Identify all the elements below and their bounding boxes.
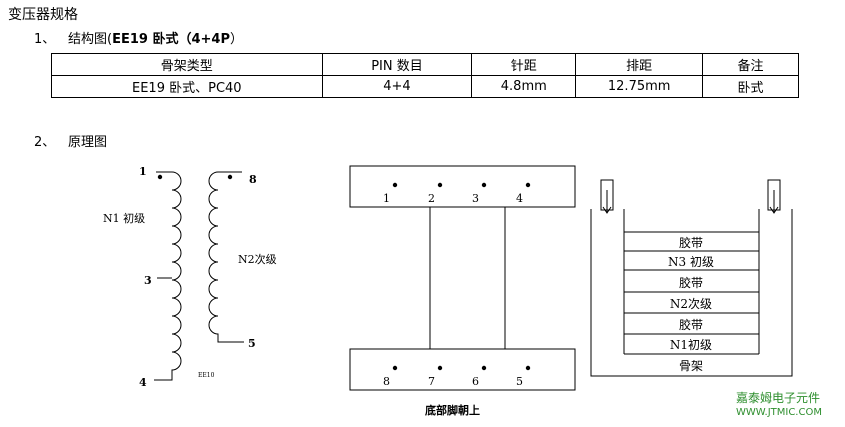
layer-label: N3 初级: [668, 255, 714, 269]
layer-label: N2次级: [670, 297, 712, 311]
pin-dot: [525, 365, 531, 371]
pin-number: 3: [472, 192, 479, 205]
transformer-schematic: [154, 171, 244, 381]
layer-label: 胶带: [679, 275, 703, 290]
layer-labels: 胶带 N3 初级 胶带 N2次级 胶带 N1初级 骨架: [668, 235, 714, 373]
section-1-heading: 1、结构图(EE19 卧式（4+4P）: [34, 28, 243, 47]
pin-dot: [392, 365, 398, 371]
table-cell: 4.8mm: [471, 75, 577, 98]
section-prefix: 结构图(: [68, 32, 113, 47]
pin-dot: [525, 182, 531, 188]
table-row: EE19 卧式、PC40 4+4 4.8mm 12.75mm 卧式: [51, 75, 799, 98]
section-suffix: ）: [229, 32, 243, 47]
pin-number: 4: [516, 192, 523, 205]
pin3-label: 3: [144, 274, 152, 287]
secondary-coil: [208, 171, 244, 343]
bobbin-bottom-plate: [349, 348, 576, 391]
page-title: 变压器规格: [8, 7, 78, 23]
section-number: 1、: [34, 32, 56, 47]
layer-label: 胶带: [679, 235, 703, 250]
section-2-heading: 2、原理图: [34, 131, 107, 150]
column-header: 备注: [702, 53, 799, 76]
layer-label: N1初级: [670, 338, 712, 352]
primary-dot: [157, 174, 163, 180]
table-cell: EE19 卧式、PC40: [51, 75, 323, 98]
pin-number: 7: [428, 375, 435, 388]
pin-number: 5: [516, 375, 523, 388]
pin-dot: [481, 365, 487, 371]
pin-number: 1: [383, 192, 390, 205]
layer-label: 骨架: [679, 359, 703, 373]
pin-dot: [481, 182, 487, 188]
pin-number: 8: [383, 375, 390, 388]
pin4-label: 4: [139, 376, 147, 389]
table-cell: 12.75mm: [575, 75, 704, 98]
table-cell: 卧式: [702, 75, 799, 98]
arrow-down-icon: [769, 190, 779, 214]
section-emphasis: EE19 卧式（4+4P: [112, 32, 230, 47]
section-number: 2、: [34, 135, 56, 150]
pin-dots: [392, 182, 531, 371]
n1-label: N1 初级: [103, 211, 145, 225]
watermark-url: WWW.JTMIC.COM: [736, 407, 822, 418]
pin-dot: [437, 182, 443, 188]
watermark-cn: 嘉泰姆电子元件: [736, 391, 820, 405]
core-label: EE10: [198, 372, 215, 379]
layer-label: 胶带: [679, 317, 703, 332]
arrow-down-icon: [602, 190, 612, 214]
winding-cross-section: [590, 179, 793, 377]
pin1-label: 1: [139, 165, 147, 178]
pin-dot: [392, 182, 398, 188]
pin-number: 2: [428, 192, 435, 205]
bobbin-caption: 底部脚朝上: [425, 403, 480, 417]
primary-coil: [154, 171, 182, 381]
bobbin-outer-outline: [590, 209, 793, 377]
secondary-dot: [227, 174, 233, 180]
bobbin-top-plate: [349, 165, 576, 208]
bobbin-inner-outline: [623, 209, 760, 232]
pin8-label: 8: [249, 173, 257, 186]
table-cell: 4+4: [321, 75, 473, 98]
section-label: 原理图: [68, 135, 108, 150]
bobbin-pin-diagram: [349, 165, 576, 391]
pin-numbers: 1 2 3 4 8 7 6 5: [383, 192, 523, 388]
n2-label: N2次级: [238, 252, 277, 266]
pin-dot: [437, 365, 443, 371]
spec-table: 骨架类型 PIN 数目 针距 排距 备注 EE19 卧式、PC40 4+4 4.…: [51, 53, 799, 98]
pin-number: 6: [472, 375, 479, 388]
pin5-label: 5: [248, 337, 256, 350]
